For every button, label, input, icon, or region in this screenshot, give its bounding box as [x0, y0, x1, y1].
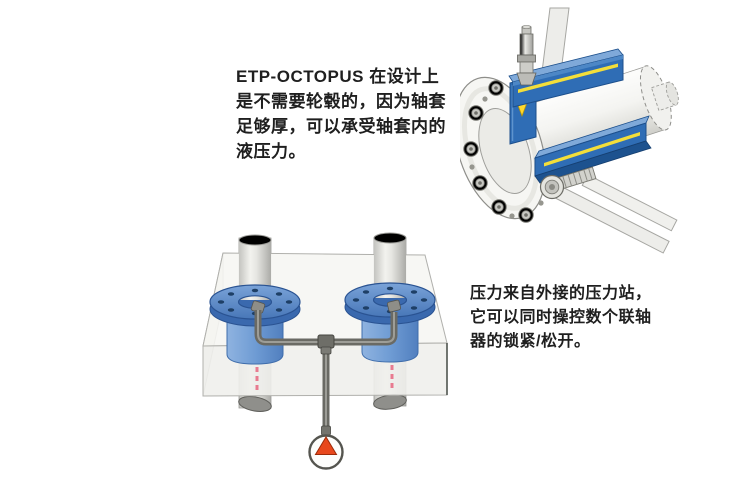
main-sleeve: [504, 65, 679, 176]
pump-triangle-icon: [314, 436, 338, 455]
bolt-holes: [352, 286, 428, 314]
lower-clamp: [534, 115, 652, 184]
caption-line: 它可以同时操控数个联轴: [470, 309, 652, 326]
caption-line: 足够厚，可以承受轴套内的: [236, 117, 446, 136]
caption-line: 压力来自外接的压力站，: [470, 285, 652, 302]
hydraulic-pipes: [250, 299, 402, 436]
flange-hole: [482, 96, 488, 102]
caption-line: 器的锁紧/松开。: [470, 333, 591, 350]
caption-line: ETP-OCTOPUS 在设计上: [236, 67, 440, 86]
pump-symbol: [308, 434, 344, 470]
hydraulic-nipple-icon: [516, 25, 537, 86]
pipe-fitting: [386, 299, 402, 313]
caption-right: 压力来自外接的压力站， 它可以同时操控数个联轴 器的锁紧/松开。: [470, 282, 652, 354]
flange-hole: [538, 200, 544, 206]
caption-left: ETP-OCTOPUS 在设计上 是不需要轮毂的，因为轴套 足够厚，可以承受轴套…: [236, 64, 446, 164]
caption-line: 液压力。: [236, 142, 306, 161]
tee-fitting: [317, 334, 335, 349]
pressure-channel: [518, 63, 618, 93]
pressure-channel: [544, 132, 640, 167]
clamp-screw: [539, 166, 597, 200]
coupling-illustration: [460, 7, 679, 254]
flange-hole: [469, 164, 475, 170]
flange-hole: [509, 213, 515, 219]
upper-clamp: [508, 48, 624, 108]
pressure-station-illustration: [202, 232, 448, 470]
coupling-body: [226, 313, 284, 365]
pipe-collar: [321, 425, 331, 436]
caption-line: 是不需要轮毂的，因为轴套: [236, 92, 446, 111]
